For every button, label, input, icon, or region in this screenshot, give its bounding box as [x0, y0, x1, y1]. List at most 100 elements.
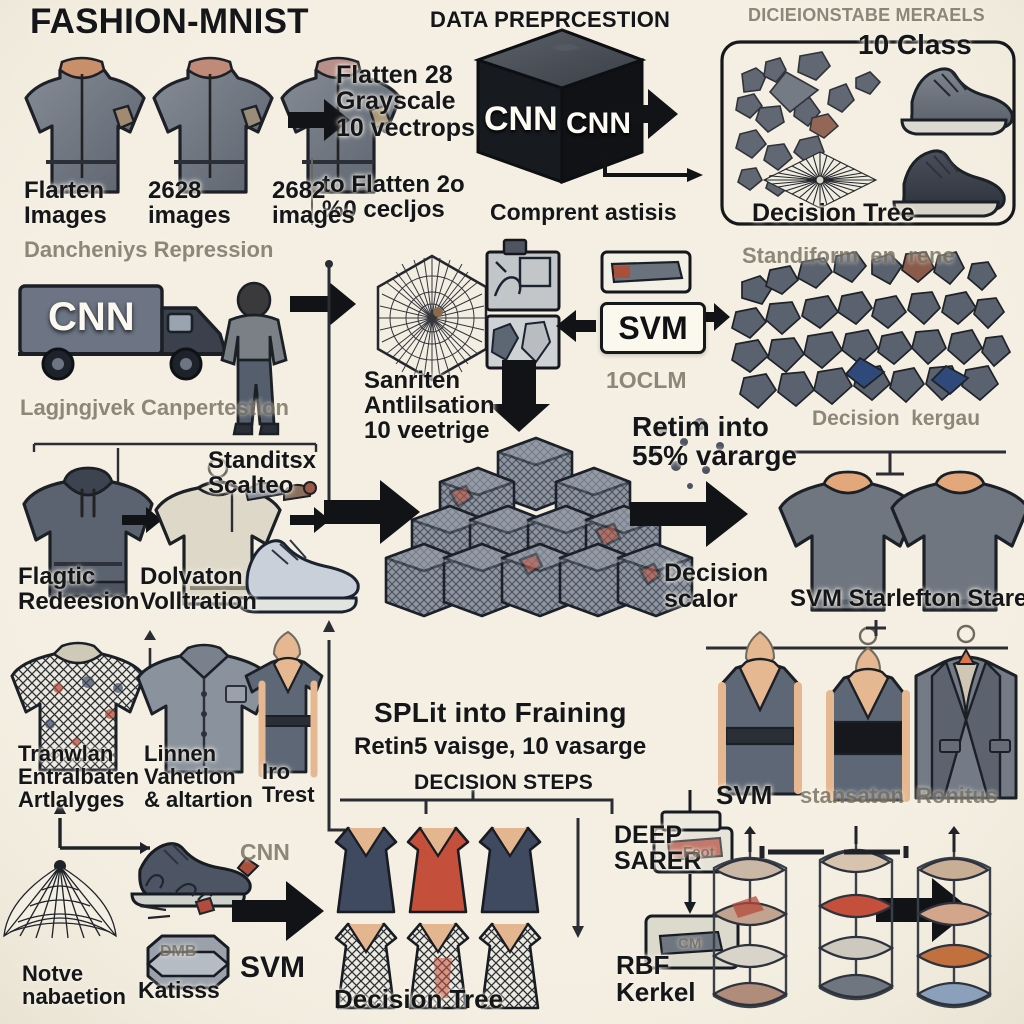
label-standiform: Standiform en rene	[742, 243, 955, 268]
arrow-right-icon	[232, 881, 324, 941]
display-rack-icon	[817, 826, 895, 1001]
label-retin-vaisge: Retin5 vaisge, 10 vasarge	[354, 733, 647, 760]
mannequin-icon	[826, 626, 910, 802]
label-decision-tree-bottom: Decision Tree	[334, 984, 504, 1014]
label-stansation: stansaton	[800, 783, 904, 808]
label-cnn-truck: CNN	[48, 295, 135, 339]
sandal-icon	[244, 481, 317, 502]
jacket-icon	[24, 56, 146, 194]
label-to-flatten: to Flatten 2o %0 cecljos	[322, 171, 465, 224]
arrow-right-icon	[603, 155, 703, 182]
garment-scatter	[731, 251, 1012, 410]
jacket-icon	[152, 56, 274, 194]
arrow-right-icon	[630, 481, 748, 547]
radial-web-icon	[762, 151, 878, 209]
mannequin-icon	[718, 630, 802, 796]
label-rbf-kernel: RBF Kerkel	[616, 950, 696, 1008]
disc-icon	[146, 934, 230, 990]
radial-web-icon	[3, 865, 117, 939]
label-cnn-small: CNN	[240, 839, 290, 865]
accessory-sketch	[194, 896, 216, 916]
debris-marks	[651, 418, 724, 489]
models-panel-frame	[720, 40, 1016, 226]
label-svm-bottom-left: SVM	[240, 951, 306, 984]
device-arrowhead	[684, 902, 696, 914]
section-heading-models: DICIEIONSTABE MERAELS	[748, 5, 985, 25]
thumbnail	[485, 250, 561, 312]
arrow-right-icon	[290, 507, 330, 533]
label-component-analysis: Comprent astisis	[490, 199, 677, 225]
label-decision-scalor: Decision scalor	[664, 559, 769, 614]
label-feot: Feot	[683, 844, 715, 861]
arrow-right-icon	[606, 89, 678, 139]
label-flatten-images: Flarten Images	[24, 177, 107, 230]
label-standard-scaler: Standitsx Scalteo	[208, 447, 317, 500]
label-linnen-validation: Linnen Vahetlon & altartion	[144, 741, 253, 813]
arrow-right-icon	[288, 99, 350, 141]
connector-dot	[325, 260, 333, 268]
blazer-icon	[914, 624, 1018, 800]
label-decision-kernel: Decision kergau	[812, 407, 981, 430]
arrow-left-icon	[556, 310, 596, 342]
label-cnn-cube-front: CNN	[484, 100, 558, 138]
shirt-icon	[10, 641, 146, 772]
arrow-right-icon	[698, 303, 730, 331]
arrow-right-icon	[122, 507, 162, 533]
label-cnn-cube-side: CNN	[566, 107, 631, 140]
pole-tip	[54, 802, 66, 814]
label-sanitize: Sanriten Antlilsation 10 veetrige	[364, 367, 495, 445]
thumbnail-sketch	[490, 320, 552, 364]
arrow-right-icon	[324, 480, 420, 544]
label-cm: CM	[678, 935, 702, 952]
person-icon	[220, 281, 288, 436]
label-retain-into: Retim into 55% vararge	[632, 411, 798, 472]
arrow-right-icon	[290, 281, 356, 327]
plus-marker	[866, 620, 886, 636]
stand-arrowhead	[140, 842, 150, 854]
label-transwlan: Tranwlan Entralbaten Artlalyges	[18, 741, 140, 813]
sneaker-icon	[892, 149, 1006, 218]
split-arrowhead	[323, 620, 335, 632]
label-dimensionality: Dancheniys Repression	[24, 237, 274, 262]
cube-stack-icon	[384, 436, 694, 618]
display-rack-icon	[915, 826, 993, 1009]
connector-arrowhead	[144, 630, 156, 640]
sneaker-icon	[900, 67, 1014, 136]
label-logistic: Lagjngjvek Canpertestion	[20, 395, 289, 420]
arrow-down-icon	[488, 360, 550, 432]
hoodie-icon	[22, 466, 154, 598]
sweater-icon	[890, 470, 1024, 612]
hanger-hook	[876, 452, 904, 476]
label-2682-images: 2682 images	[272, 177, 355, 230]
page-title: FASHION-MNIST	[30, 2, 309, 41]
thumbnail	[502, 238, 528, 256]
section-heading-preprocess: DATA PREPRCESTION	[430, 7, 671, 32]
mannequin-icon	[244, 630, 324, 778]
rack-connector-cap	[759, 846, 909, 858]
chip-sketch	[610, 260, 684, 284]
label-ronitus: Ronitus	[916, 783, 998, 808]
svm-box[interactable]: SVM	[600, 302, 706, 354]
label-katisss: Katisss	[138, 977, 220, 1003]
label-iro-trest: Iro Trest	[262, 759, 315, 808]
label-svm-standard-store: SVM Starlefton Stare	[790, 585, 1024, 612]
label-2828-images: 2628 images	[148, 177, 231, 230]
label-flatten-grayscale: Flatten 28 Grayscale 10 vectrops	[336, 61, 475, 142]
label-elastic-regression: Flagtic Redeesion	[18, 563, 140, 616]
device-icon	[652, 790, 734, 874]
accessory-sketch	[139, 874, 213, 920]
shirt-icon	[136, 643, 272, 774]
label-dmb: DMB	[160, 943, 197, 960]
thumbnail-sketch	[493, 256, 552, 297]
dress-grid	[334, 826, 542, 1010]
label-decision-tree-top: Decision Tree	[752, 199, 915, 227]
label-nove-habeetion: Notve nabaetion	[22, 961, 126, 1010]
label-svm-bottom-right: SVM	[716, 780, 773, 810]
bracket-tick	[32, 444, 318, 452]
sneaker-stack-icon	[236, 539, 360, 614]
truck-icon	[18, 284, 228, 381]
label-split-into-training: SPLit into Fraining	[374, 697, 627, 728]
label-toclm: 1OCLM	[606, 367, 687, 393]
label-derivation-validation: Dolvaton Volltration	[140, 563, 257, 616]
